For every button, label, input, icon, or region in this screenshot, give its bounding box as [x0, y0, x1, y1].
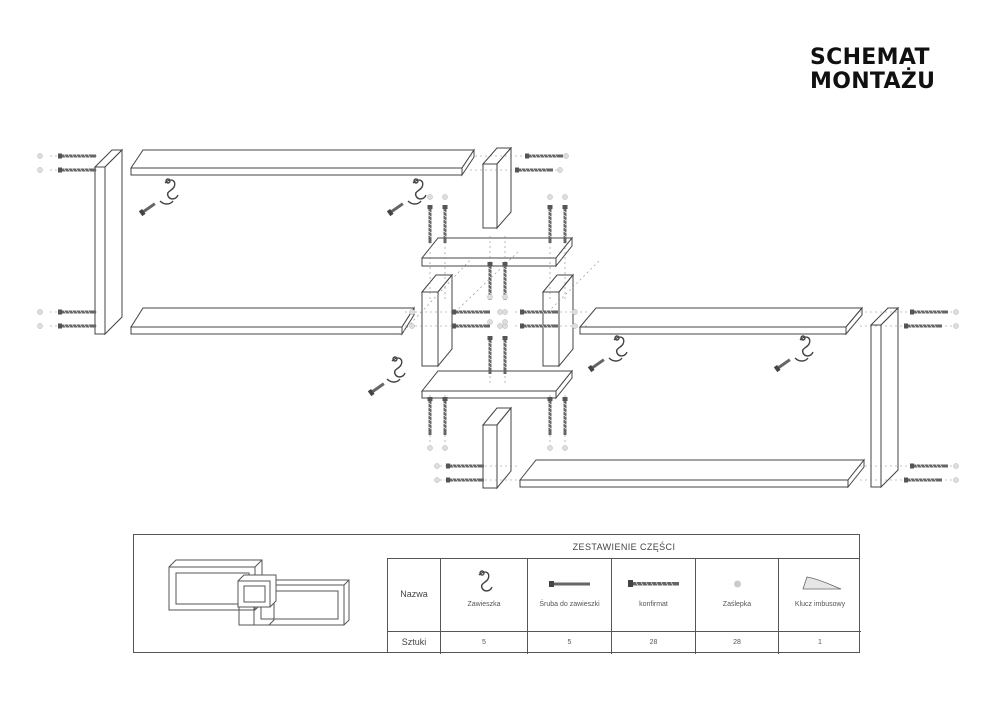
title-line-1: SCHEMAT	[810, 45, 930, 70]
part-allen-key: Klucz imbusowy	[778, 559, 861, 631]
assembled-shelf-thumbnail	[168, 559, 350, 626]
assembly-diagram	[37, 146, 959, 490]
title-line-2: MONTAŻU	[810, 69, 936, 94]
qty-row-label: Sztuki	[401, 637, 427, 647]
part-confirmat: konfirmat	[611, 559, 695, 631]
part-hanger: Zawieszka	[440, 559, 527, 631]
parts-list-table: ZESTAWIENIE CZĘŚCI Nazwa Sztuki Zawieszk…	[133, 534, 861, 654]
parts-grid: Nazwa Sztuki Zawieszka Śruba do zawieszk…	[387, 558, 861, 654]
middle-bottom-shelf	[420, 370, 574, 392]
part-qty: 28	[695, 632, 778, 654]
top-left-shelf	[130, 149, 475, 169]
name-row-label: Nazwa	[400, 589, 428, 599]
part-name: konfirmat	[639, 601, 668, 608]
bottom-left-shelf	[130, 307, 415, 328]
part-hanger-screw: Śruba do zawieszki	[527, 559, 611, 631]
cap-icon	[734, 580, 741, 588]
part-qty: 5	[440, 632, 527, 654]
hanger-icon	[478, 570, 493, 592]
part-name: Zawieszka	[467, 601, 501, 608]
bottom-right-shelf	[518, 459, 866, 481]
part-qty: 5	[527, 632, 611, 654]
part-qty: 1	[778, 632, 861, 654]
part-name: Zaślepka	[722, 601, 752, 608]
row-divider	[388, 631, 861, 632]
parts-heading: ZESTAWIENIE CZĘŚCI	[572, 542, 676, 552]
top-right-shelf	[578, 307, 864, 328]
part-name: Klucz imbusowy	[794, 601, 846, 608]
confirmat-screw-icon	[628, 580, 679, 587]
hanger-screw-icon	[549, 581, 590, 587]
part-name: Śruba do zawieszki	[539, 601, 600, 608]
part-qty: 28	[611, 632, 695, 654]
title: SCHEMAT MONTAŻU	[810, 46, 980, 94]
allen-key-icon	[802, 576, 842, 590]
part-cap: Zaślepka	[695, 559, 778, 631]
